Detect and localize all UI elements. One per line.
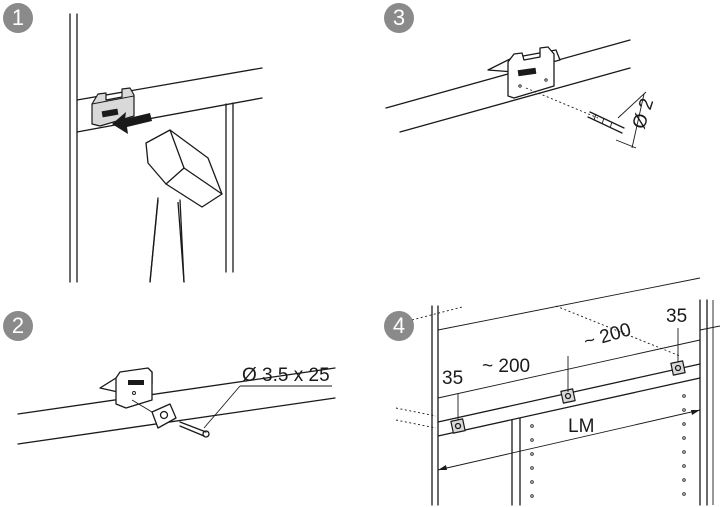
screw-size-label: Ø 3.5 x 25 — [242, 365, 330, 386]
dim-spacing-right: ~ 200 — [582, 319, 634, 352]
dim-length: LM — [568, 416, 594, 437]
push-arrow-icon — [112, 112, 152, 134]
clip-right — [670, 360, 686, 376]
dim-spacing-left: ~ 200 — [482, 356, 530, 377]
screw-icon — [179, 421, 210, 438]
step-3-badge: 3 — [384, 3, 414, 33]
step-2-badge: 2 — [3, 311, 33, 341]
step-2-illustration — [17, 367, 336, 445]
clip-middle — [560, 388, 576, 404]
step-4-badge: 4 — [384, 311, 414, 341]
hammer-icon — [145, 129, 223, 283]
bracket-part — [487, 46, 561, 99]
clip-left — [450, 418, 466, 434]
bracket-part — [99, 367, 153, 409]
step-4-illustration — [395, 277, 720, 506]
dim-edge-left: 35 — [442, 368, 463, 389]
dim-edge-right: 35 — [666, 306, 687, 327]
shelf-pin-holes — [530, 394, 686, 498]
drill-size-label: Ø 2 — [629, 96, 658, 132]
step-1-illustration — [69, 13, 263, 283]
step-1-badge: 1 — [3, 3, 33, 33]
step-3-illustration — [385, 39, 647, 149]
drill-bit-icon — [525, 87, 625, 134]
